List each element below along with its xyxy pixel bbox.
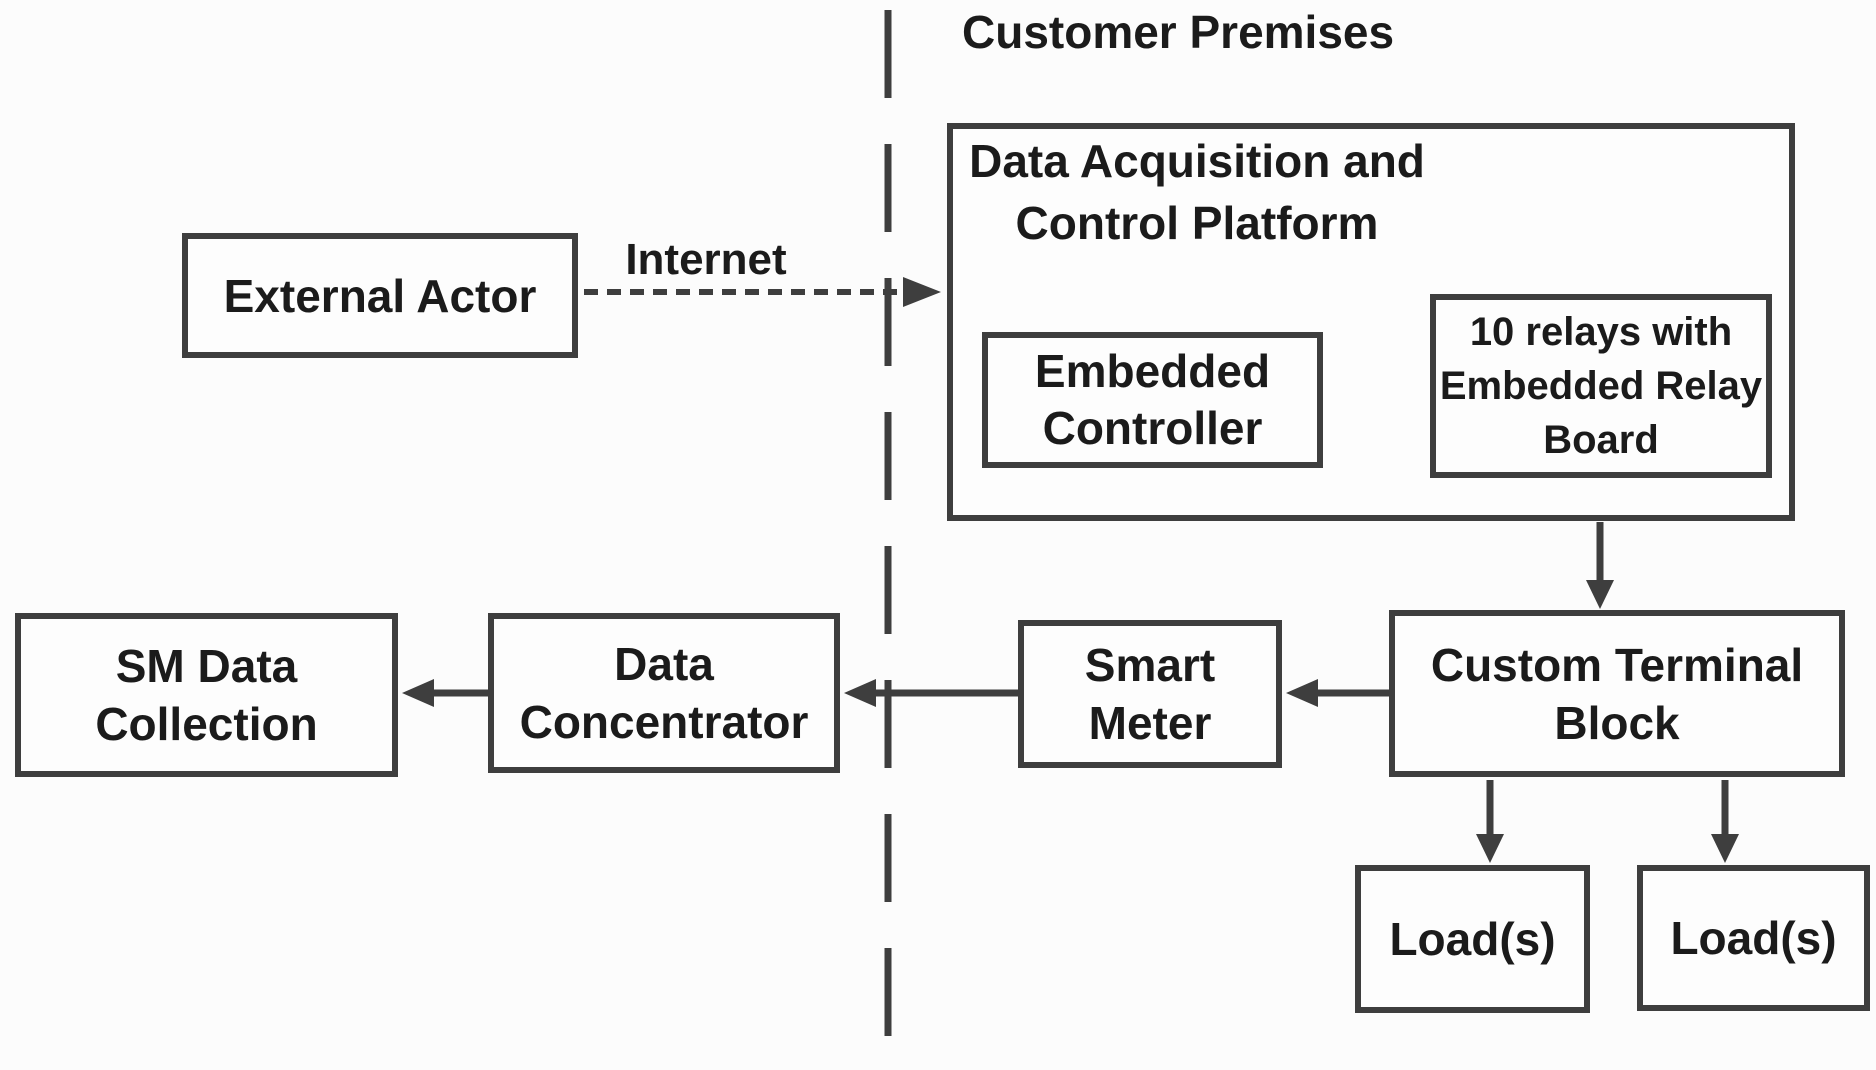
external-actor-label: External Actor: [223, 269, 537, 322]
embedded-controller-line1: Embedded: [1034, 345, 1271, 397]
load-right-node: Load(s): [1637, 865, 1870, 1011]
embedded-controller-line2: Controller: [1042, 402, 1263, 454]
sm-data-collection-line2: Collection: [95, 698, 318, 750]
data-concentrator-node: Data Concentrator: [488, 613, 840, 773]
terminal-to-load-left-arrow: [1476, 780, 1504, 863]
external-actor-node: External Actor: [182, 233, 578, 358]
relay-board-line1: 10 relays with: [1469, 310, 1733, 354]
sm-data-collection-node: SM Data Collection: [15, 613, 398, 777]
custom-terminal-block-node: Custom Terminal Block: [1389, 610, 1845, 777]
internet-label: Internet: [625, 235, 787, 284]
meter-to-concentrator-arrow: [844, 679, 1018, 707]
data-concentrator-line2: Concentrator: [519, 696, 809, 748]
smart-meter-node: Smart Meter: [1018, 620, 1282, 768]
smart-meter-line2: Meter: [1088, 697, 1212, 749]
relay-board-line2: Embedded Relay: [1439, 364, 1763, 408]
concentrator-to-collection-arrow: [402, 679, 488, 707]
relay-board-node: 10 relays with Embedded Relay Board: [1430, 294, 1772, 478]
relay-board-line3: Board: [1543, 418, 1659, 462]
load-right-label: Load(s): [1670, 912, 1837, 964]
platform-title: Data Acquisition and Control Platform: [957, 130, 1437, 254]
load-left-node: Load(s): [1355, 865, 1590, 1013]
terminal-to-load-right-arrow: [1711, 780, 1739, 863]
data-concentrator-line1: Data: [614, 638, 714, 690]
sm-data-collection-line1: SM Data: [115, 640, 298, 692]
load-left-label: Load(s): [1389, 913, 1556, 965]
platform-title-line1: Data Acquisition and: [969, 135, 1425, 187]
terminal-to-meter-arrow: [1286, 679, 1389, 707]
platform-to-terminal-arrow: [1586, 522, 1614, 609]
custom-terminal-line1: Custom Terminal: [1430, 638, 1804, 691]
embedded-controller-node: Embedded Controller: [982, 332, 1323, 468]
platform-title-line2: Control Platform: [1015, 197, 1379, 249]
custom-terminal-line2: Block: [1554, 696, 1680, 749]
internet-arrow: [584, 277, 941, 307]
customer-premises-label: Customer Premises: [962, 6, 1395, 58]
smart-meter-line1: Smart: [1084, 639, 1216, 691]
